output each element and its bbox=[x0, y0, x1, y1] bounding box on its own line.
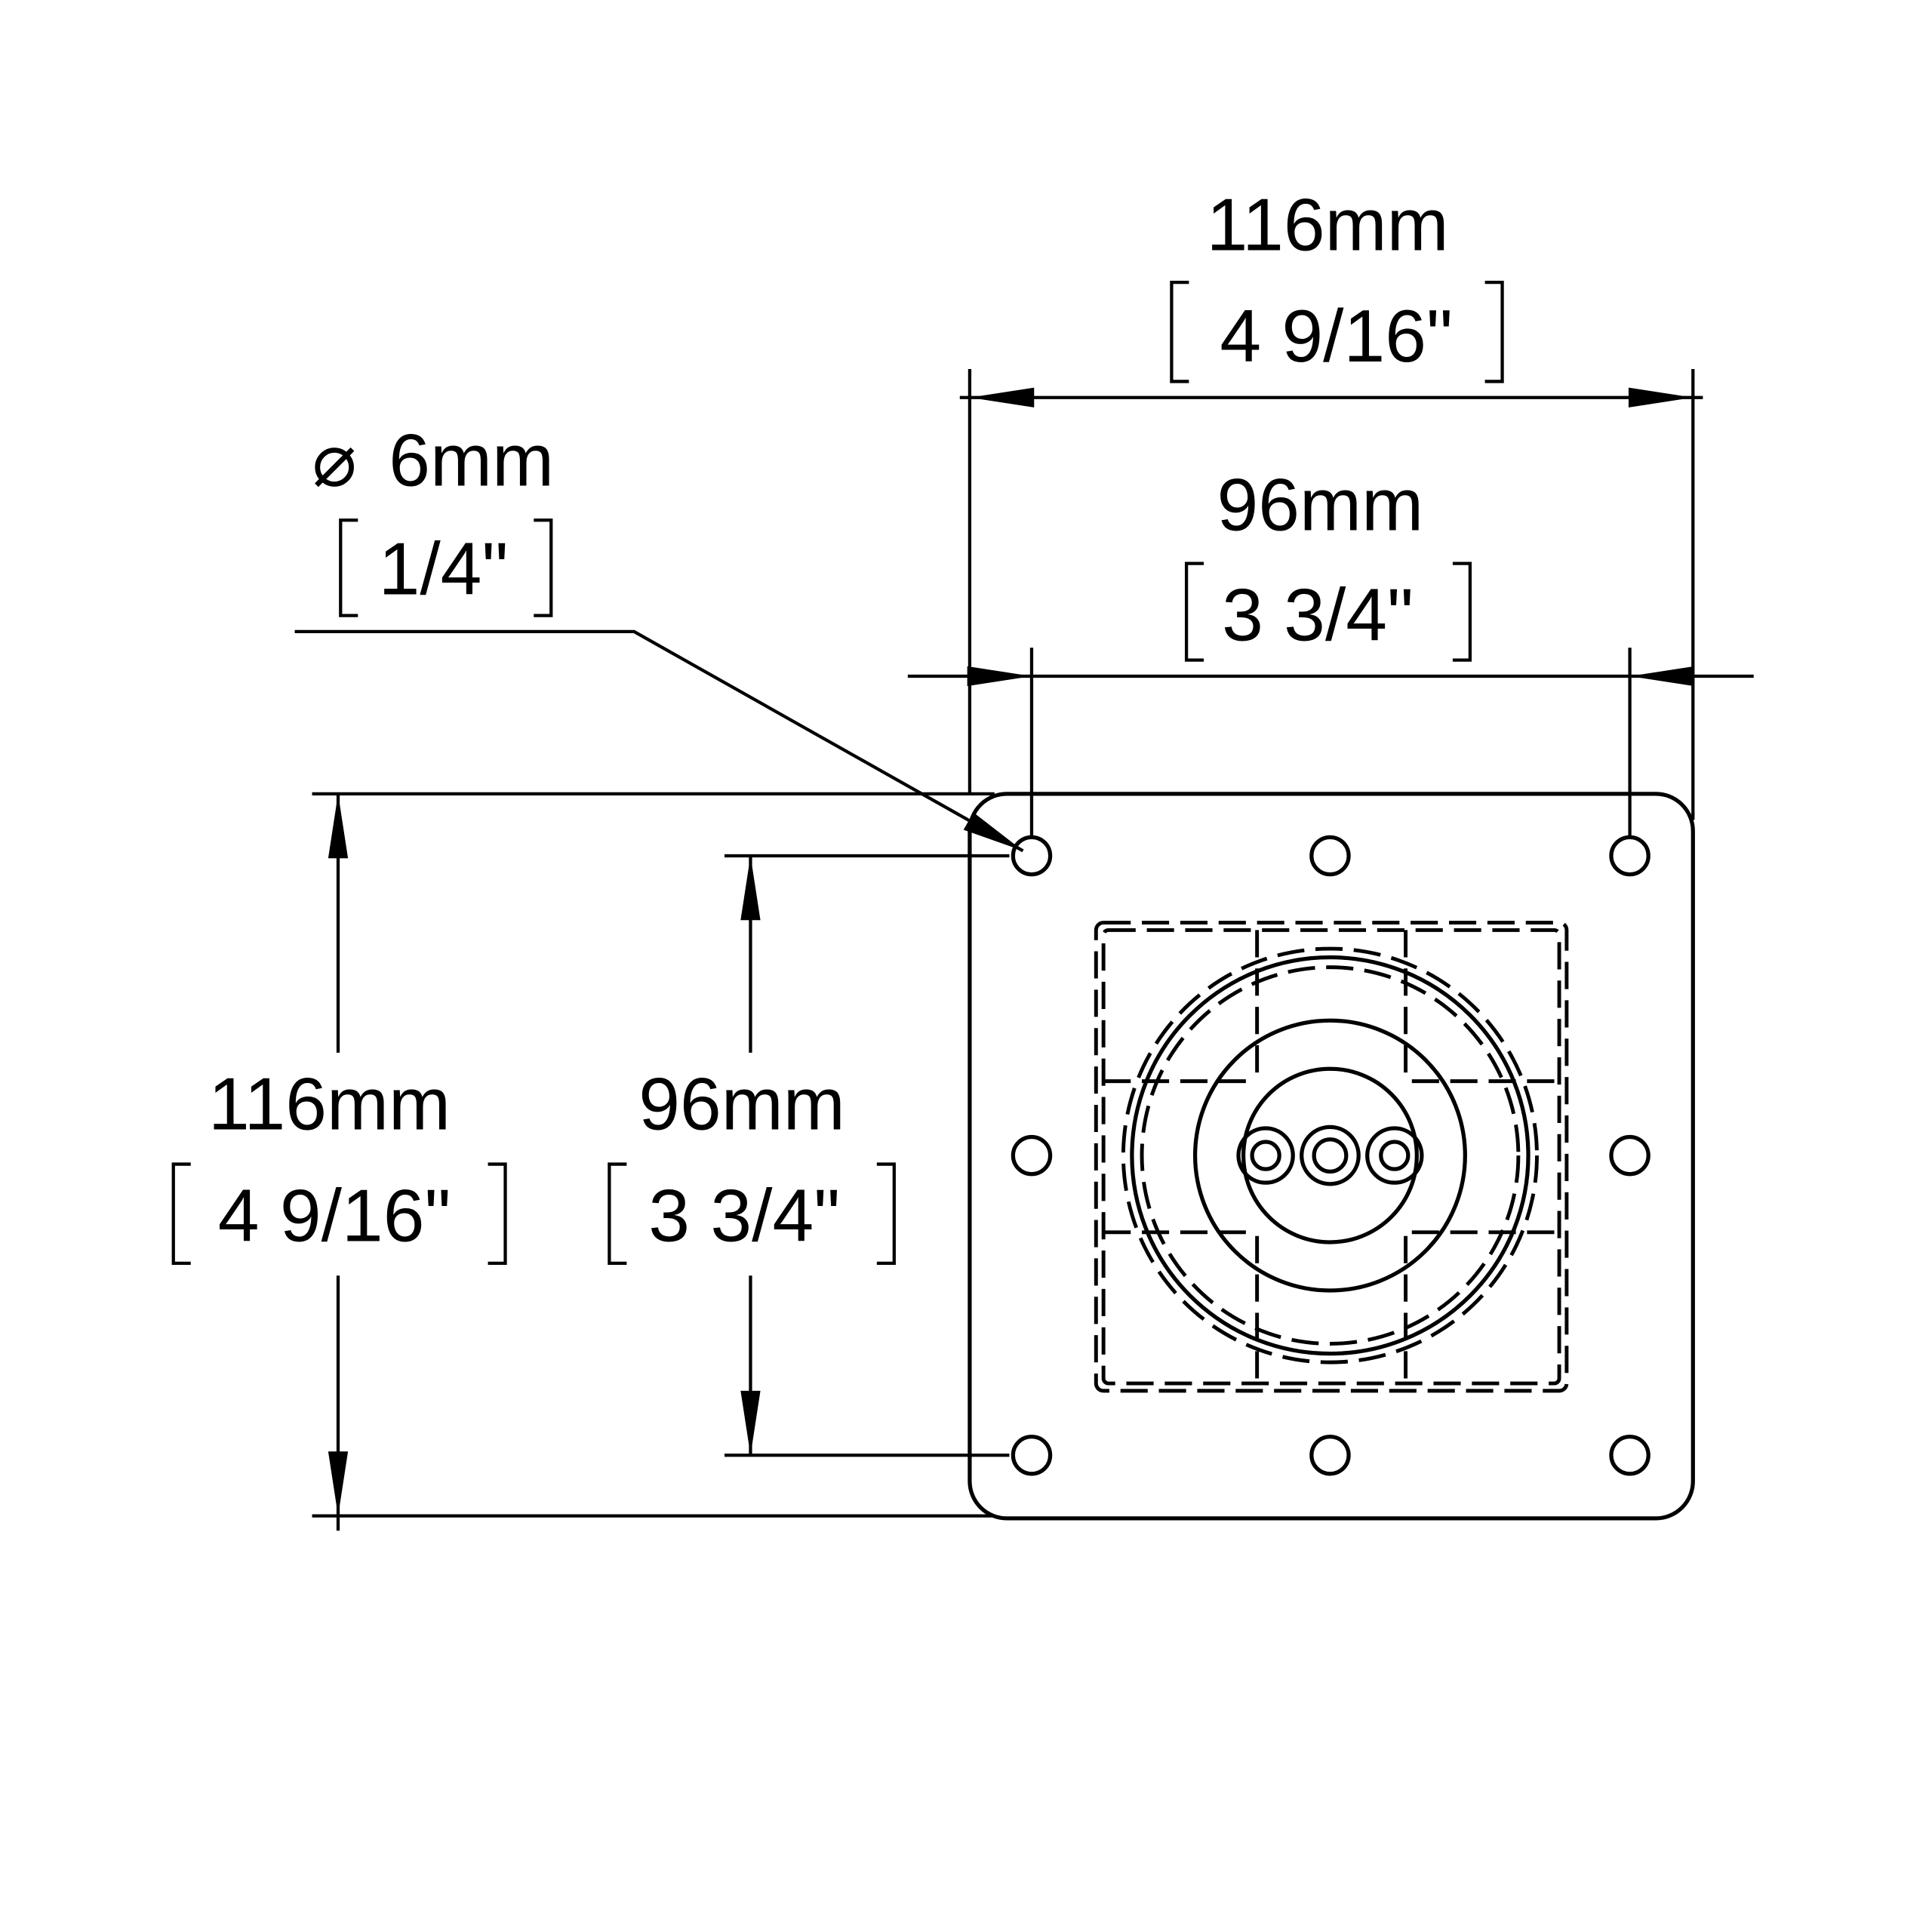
hole bbox=[1011, 1134, 1053, 1177]
hole-callout: ⌀ 6mm 1/4" bbox=[294, 418, 1024, 853]
dimension-label: 96mm bbox=[1217, 463, 1424, 546]
hole bbox=[1309, 835, 1351, 877]
dimension-top-overall: 116mm 4 9/16" bbox=[959, 183, 1703, 820]
hole bbox=[1011, 835, 1053, 877]
connector-body bbox=[1130, 955, 1531, 1356]
dimension-top-bolt: 96mm 3 3/4" bbox=[907, 463, 1754, 838]
hidden-housing bbox=[1094, 921, 1569, 1393]
pin bbox=[1300, 1124, 1361, 1186]
hole bbox=[1609, 1134, 1651, 1177]
hole bbox=[1609, 835, 1651, 877]
pin bbox=[1236, 1126, 1295, 1185]
hole bbox=[1609, 1434, 1651, 1476]
dimension-label: 116mm bbox=[1207, 183, 1449, 266]
hole bbox=[1309, 1434, 1351, 1476]
pin bbox=[1365, 1126, 1424, 1185]
plate-outline bbox=[968, 792, 1695, 1521]
mounting-holes bbox=[1011, 835, 1651, 1476]
dimension-label-imperial: 4 9/16" bbox=[218, 1174, 451, 1257]
dimension-label: 116mm bbox=[208, 1063, 451, 1146]
dimension-left-overall: 116mm 4 9/16" bbox=[171, 792, 995, 1531]
hole bbox=[1011, 1434, 1053, 1476]
dimension-label-imperial: 3 3/4" bbox=[648, 1174, 840, 1257]
dimension-left-bolt: 96mm 3 3/4" bbox=[608, 854, 1010, 1457]
diameter-symbol: ⌀ bbox=[312, 418, 357, 501]
dimension-label-imperial: 3 3/4" bbox=[1222, 573, 1414, 656]
hole-diameter-label: 6mm bbox=[389, 418, 554, 501]
hole-diameter-imperial: 1/4" bbox=[379, 528, 509, 611]
dimension-label: 96mm bbox=[638, 1063, 845, 1146]
dimension-label-imperial: 4 9/16" bbox=[1220, 294, 1453, 377]
